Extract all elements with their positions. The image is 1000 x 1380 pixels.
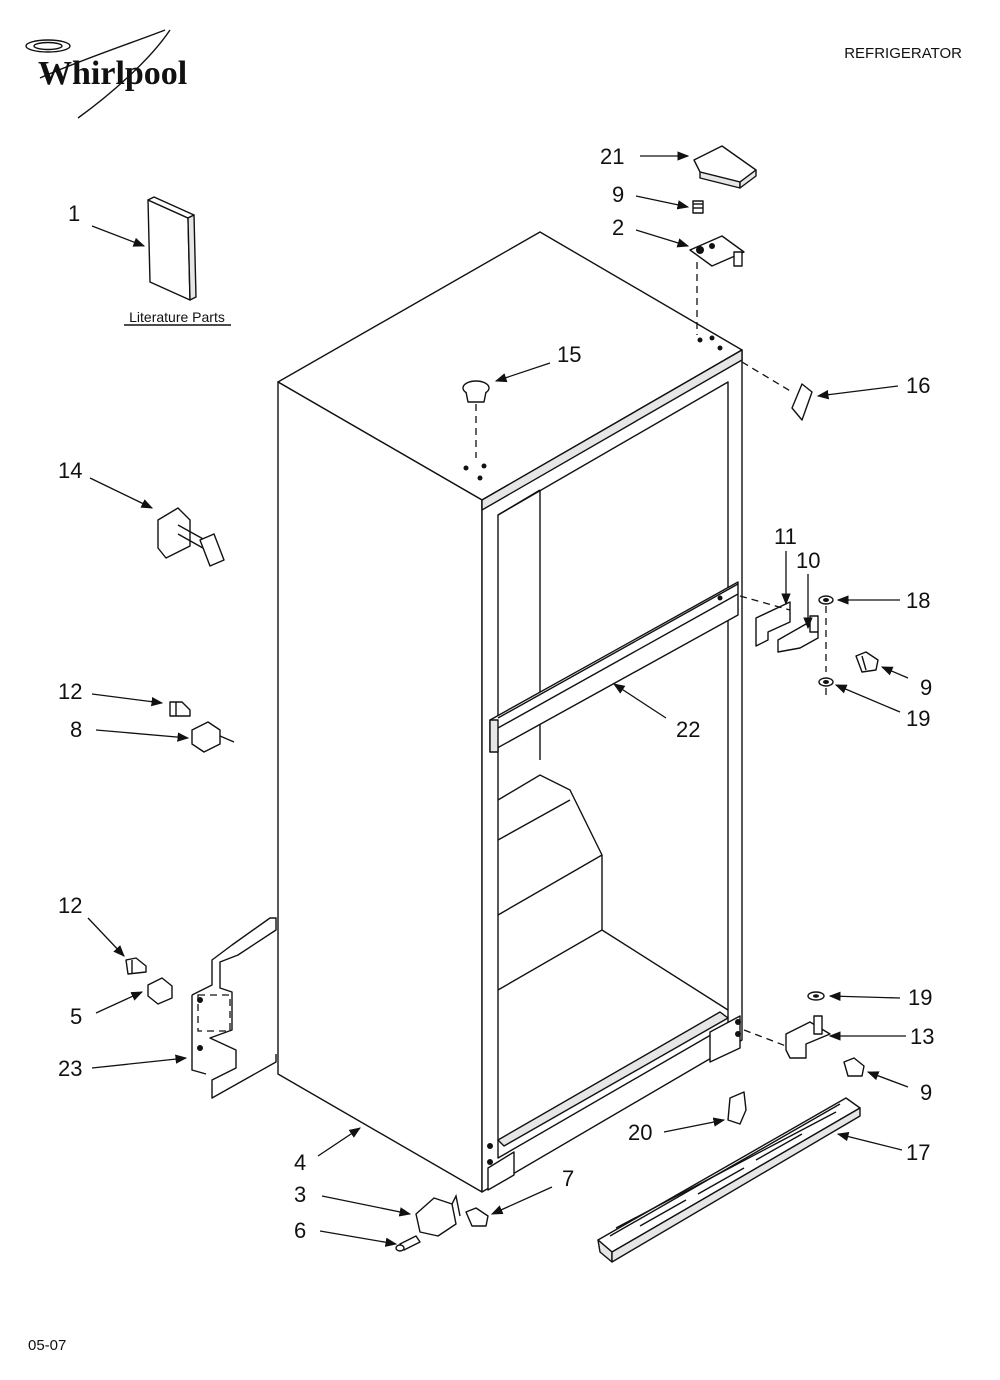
lower-hinge-part-5 <box>147 977 173 1005</box>
callout-19-upper: 19 <box>906 706 930 731</box>
hinge-cover-part <box>693 145 757 189</box>
grille-clip-part <box>727 1091 747 1125</box>
washer-part-18 <box>818 595 834 672</box>
callout-20: 20 <box>628 1120 652 1145</box>
callout-5: 5 <box>70 1004 82 1029</box>
callout-19-lower: 19 <box>908 985 932 1010</box>
callout-7: 7 <box>562 1166 574 1191</box>
hinge-pin-cover-part <box>741 361 813 421</box>
callout-4: 4 <box>294 1150 306 1175</box>
callout-11: 11 <box>774 524 797 549</box>
screw-part-6 <box>395 1235 421 1252</box>
door-stop-part <box>157 507 225 567</box>
callout-16: 16 <box>906 373 930 398</box>
hinge-screw-upper <box>169 701 191 717</box>
plug-button-part <box>462 380 490 458</box>
washer-part-19-upper <box>818 677 834 700</box>
callout-23: 23 <box>58 1056 82 1081</box>
literature-label: Literature Parts <box>129 309 225 325</box>
screw-part-7 <box>465 1207 489 1227</box>
callout-17: 17 <box>906 1140 930 1165</box>
callout-14: 14 <box>58 458 82 483</box>
door-hinge-part-8 <box>191 721 235 753</box>
refrigerator-cabinet <box>277 231 743 1193</box>
footer-code: 05-07 <box>28 1337 66 1354</box>
literature-part: Literature Parts <box>124 196 231 326</box>
toe-grille-part <box>597 1097 861 1263</box>
divider-rail <box>489 581 739 753</box>
callout-18: 18 <box>906 588 930 613</box>
leader-lines <box>87 151 909 1247</box>
top-hinge-part <box>689 200 745 335</box>
callout-9-bottom: 9 <box>920 1080 932 1105</box>
whirlpool-logo: Whirlpool <box>25 29 187 119</box>
callout-15: 15 <box>557 342 581 367</box>
callout-22: 22 <box>676 717 700 742</box>
callout-1: 1 <box>68 201 80 226</box>
callout-9-top: 9 <box>612 182 624 207</box>
callout-2: 2 <box>612 215 624 240</box>
callout-21: 21 <box>600 144 624 169</box>
washer-part-19-lower <box>807 991 825 1001</box>
callout-12-upper: 12 <box>58 679 82 704</box>
hinge-screw-mid <box>855 651 879 673</box>
callout-13: 13 <box>910 1024 934 1049</box>
callout-8: 8 <box>70 717 82 742</box>
lower-hinge-part-13 <box>743 1015 831 1059</box>
callout-12-lower: 12 <box>58 893 82 918</box>
callout-3: 3 <box>294 1182 306 1207</box>
hinge-screw-lower-right <box>843 1057 865 1077</box>
callout-numbers: 1 21 9 2 15 16 14 11 10 18 9 19 22 12 8 … <box>58 144 934 1243</box>
hinge-screw-lower <box>125 957 147 975</box>
callout-10: 10 <box>796 548 820 573</box>
leveling-part-3 <box>415 1193 461 1237</box>
callout-6: 6 <box>294 1218 306 1243</box>
hinge-bracket-part-23 <box>191 917 277 1099</box>
brand-wordmark: Whirlpool <box>38 55 187 92</box>
product-title: REFRIGERATOR <box>844 45 962 62</box>
callout-9-mid: 9 <box>920 675 932 700</box>
